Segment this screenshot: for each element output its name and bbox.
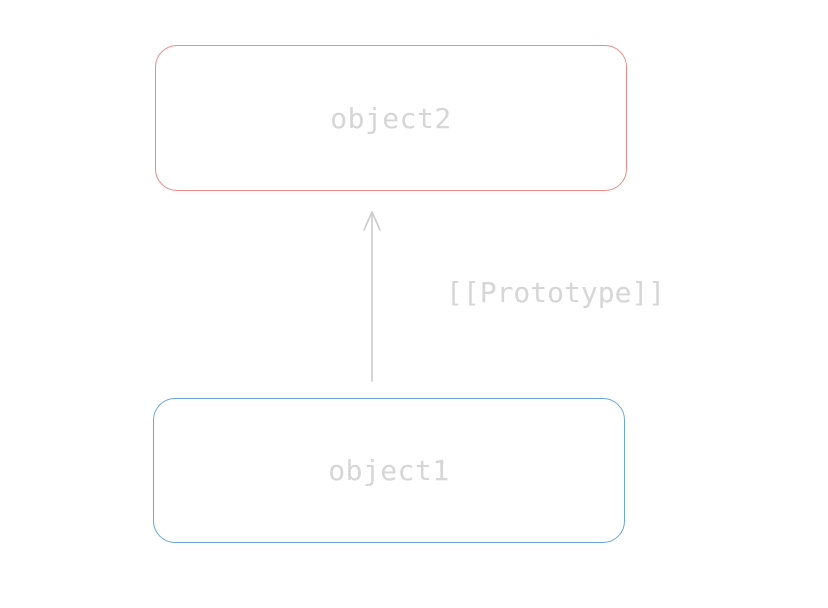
- node-object2-label: object2: [330, 101, 452, 135]
- node-object2: object2: [155, 45, 627, 191]
- node-object1: object1: [153, 398, 625, 543]
- node-object1-label: object1: [328, 454, 450, 487]
- edge-label-prototype: [[Prototype]]: [446, 276, 666, 309]
- arrow-head: [363, 211, 381, 231]
